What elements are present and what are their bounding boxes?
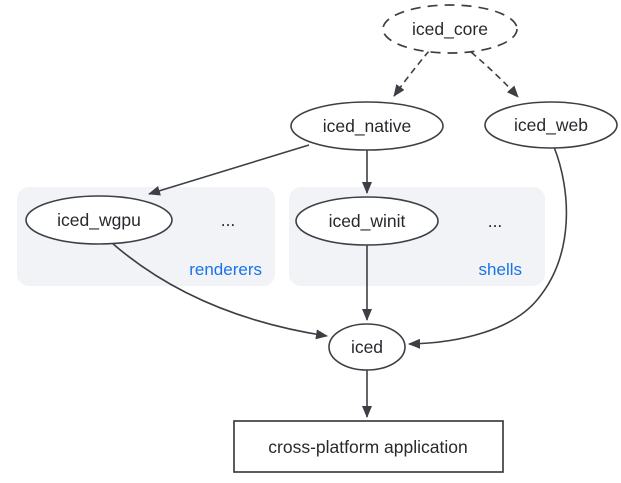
node-iced-label: iced [351, 337, 383, 357]
edge-iced-wgpu-to-iced [111, 242, 328, 340]
renderers-group-label: renderers [189, 260, 262, 279]
renderers-ellipsis: ... [221, 210, 236, 230]
edge-iced-web-to-iced [408, 146, 568, 349]
node-cross-platform-application [233, 420, 504, 473]
node-iced-core-label: iced_core [412, 19, 488, 40]
node-iced-web-label: iced_web [514, 115, 588, 136]
node-iced-wgpu-label: iced_wgpu [57, 210, 141, 231]
node-iced-core [382, 4, 518, 54]
node-iced-web [484, 101, 618, 149]
node-iced-wgpu [25, 195, 173, 245]
node-iced-winit [295, 196, 439, 246]
node-iced-winit-label: iced_winit [329, 211, 406, 232]
node-cross-platform-application-label: cross-platform application [268, 437, 467, 457]
node-iced-native [290, 101, 444, 151]
shells-group-label: shells [479, 260, 522, 279]
node-iced [328, 323, 406, 371]
node-iced-native-label: iced_native [323, 116, 412, 137]
edge-iced-native-to-iced-wgpu [148, 144, 310, 196]
shells-ellipsis: ... [488, 211, 503, 231]
edge-iced-core-to-iced-native [393, 50, 430, 97]
edge-iced-core-to-iced-web [470, 51, 519, 98]
